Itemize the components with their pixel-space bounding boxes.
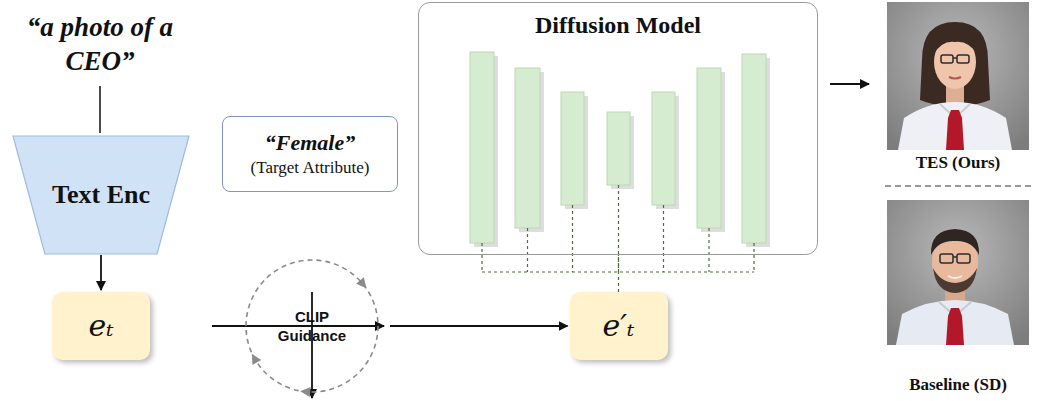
arrow-connector	[212, 325, 384, 327]
unet-bar	[470, 52, 494, 243]
node-title: Diffusion Model	[535, 11, 701, 40]
mouth	[948, 276, 962, 278]
branch-line	[481, 243, 482, 272]
hair-top	[933, 31, 978, 55]
unet-bars	[470, 52, 770, 247]
prompt-line	[99, 86, 101, 133]
conditioning-lines	[482, 185, 754, 272]
mouth	[949, 77, 961, 79]
prompt-text: “a photo of a CEO”	[14, 10, 186, 78]
glasses	[957, 254, 970, 263]
clip-guidance-loop: CLIP Guidance	[244, 258, 380, 394]
branch-line	[708, 228, 709, 272]
loop-arrowhead	[252, 354, 261, 365]
node-title: Text Enc	[51, 179, 151, 212]
node-subtitle: (Target Attribute)	[251, 157, 370, 179]
loop-arrowhead	[300, 387, 310, 397]
unet-bar	[742, 54, 766, 243]
arrow-connector	[390, 325, 568, 327]
node-title: CLIP Guidance	[270, 307, 354, 346]
diffusion-model-box: Diffusion Model	[418, 2, 818, 255]
beard	[933, 268, 977, 293]
photo-background	[887, 2, 1029, 150]
dashed-circle	[246, 260, 378, 392]
target-attribute-box: “Female”(Target Attribute)	[222, 116, 398, 192]
arrow-connector	[830, 83, 869, 85]
unet-bar	[515, 68, 540, 228]
shirt	[898, 102, 1012, 150]
node-title: Baseline (SD)	[909, 374, 1007, 396]
shirt	[896, 300, 1014, 345]
glasses-bridge	[953, 256, 957, 258]
unet-bar	[607, 112, 630, 185]
unet-bar	[652, 92, 675, 205]
glasses	[940, 254, 953, 263]
tes-photo	[887, 2, 1029, 150]
result-image: Baseline (SD)	[887, 200, 1029, 396]
text-encoder: Text Enc	[12, 135, 190, 255]
unet-bar	[561, 92, 584, 205]
embedding-box: eₜ	[52, 292, 150, 360]
branch-line	[663, 205, 664, 272]
node-title: “Female”	[265, 129, 355, 157]
result-image: TES (Ours)	[887, 2, 1029, 174]
divider-line	[885, 185, 1031, 187]
hair	[920, 22, 990, 105]
node-title: TES (Ours)	[916, 152, 1001, 174]
glasses-bridge	[953, 57, 957, 59]
hair	[931, 229, 979, 255]
node-title: e′ₜ	[603, 308, 635, 344]
glasses	[941, 55, 953, 63]
conditioning-connector	[618, 255, 619, 292]
branch-line	[572, 205, 573, 272]
branch-line	[527, 228, 528, 272]
unet-bar	[697, 68, 721, 228]
baseline-photo	[887, 200, 1029, 345]
node-title: eₜ	[88, 308, 113, 344]
trapezoid-shape	[13, 136, 189, 254]
loop-arrowhead	[356, 277, 366, 288]
tie	[946, 110, 964, 150]
glasses	[957, 55, 969, 63]
loop-outline	[244, 258, 380, 394]
branch-line	[618, 185, 619, 272]
tie	[946, 308, 964, 345]
branch-line	[753, 243, 754, 272]
edited-embedding-box: e′ₜ	[570, 292, 668, 360]
photo-background	[887, 200, 1029, 345]
arrow-connector	[100, 255, 102, 290]
